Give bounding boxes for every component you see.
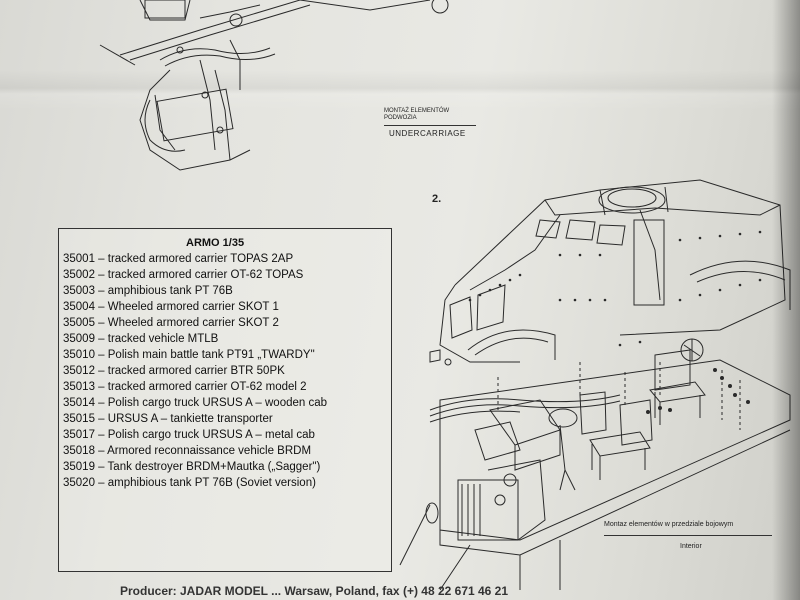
catalog-item: 35003 – amphibious tank PT 76B <box>63 285 233 297</box>
catalog-item: 35012 – tracked armored carrier BTR 50PK <box>63 365 285 377</box>
divider <box>604 535 772 536</box>
undercarriage-label-polish: MONTAŻ ELEMENTÓW PODWOZIA <box>384 108 450 121</box>
paper-fold <box>0 70 800 110</box>
divider <box>384 125 476 126</box>
catalog-item: 35013 – tracked armored carrier OT-62 mo… <box>63 381 307 393</box>
interior-label: Interior <box>680 543 702 550</box>
catalog-item: 35014 – Polish cargo truck URSUS A – woo… <box>63 397 328 409</box>
catalog-title: ARMO 1/35 <box>186 237 245 249</box>
footer-address: Producer: JADAR MODEL ... Warsaw, Poland… <box>120 584 509 598</box>
catalog-box: ARMO 1/35 35001 – tracked armored carrie… <box>58 228 392 572</box>
page-shadow <box>772 0 800 600</box>
catalog-item: 35005 – Wheeled armored carrier SKOT 2 <box>63 317 279 329</box>
catalog-item: 35017 – Polish cargo truck URSUS A – met… <box>63 429 315 441</box>
catalog-item: 35020 – amphibious tank PT 76B (Soviet v… <box>63 477 316 489</box>
catalog-item: 35004 – Wheeled armored carrier SKOT 1 <box>63 301 279 313</box>
catalog-item: 35002 – tracked armored carrier OT-62 TO… <box>63 269 304 281</box>
catalog-item: 35019 – Tank destroyer BRDM+Mautka („Sag… <box>63 461 321 473</box>
catalog-item: 35018 – Armored reconnaissance vehicle B… <box>63 445 312 457</box>
undercarriage-label: UNDERCARRIAGE <box>389 129 466 138</box>
step-number: 2. <box>432 193 442 205</box>
interior-label-polish: Montaz elementów w przedziale bojowym <box>604 521 734 528</box>
catalog-item: 35010 – Polish main battle tank PT91 „TW… <box>63 349 315 361</box>
catalog-item: 35001 – tracked armored carrier TOPAS 2A… <box>63 253 294 265</box>
catalog-item: 35009 – tracked vehicle MTLB <box>63 333 219 345</box>
catalog-item: 35015 – URSUS A – tankiette transporter <box>63 413 273 425</box>
